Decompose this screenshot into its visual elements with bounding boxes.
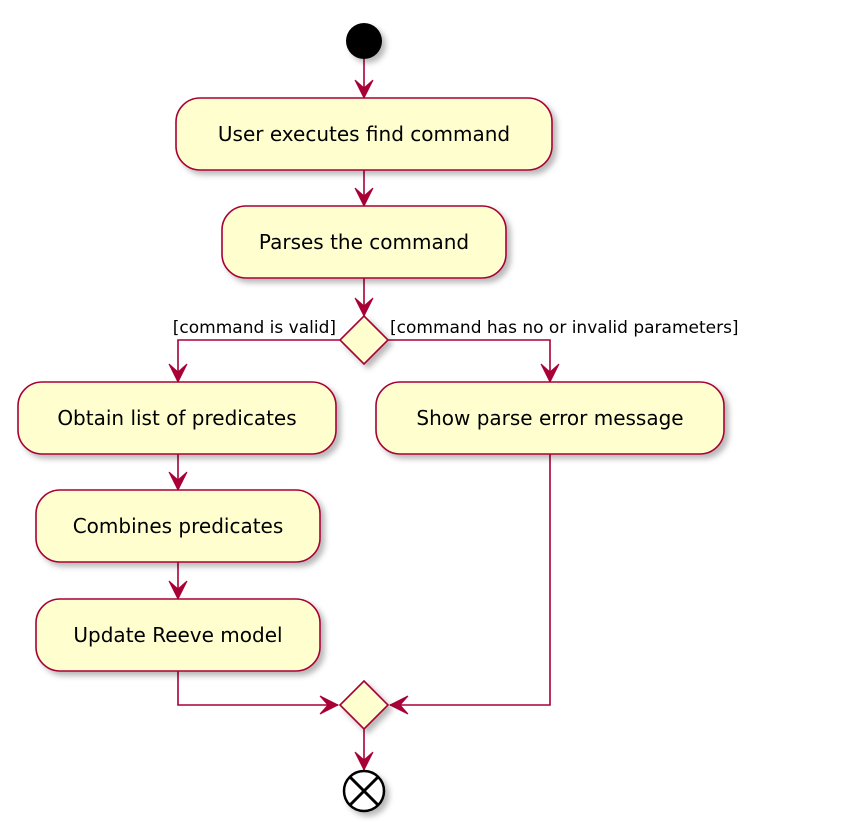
arrowhead — [388, 695, 409, 715]
arrowhead — [319, 695, 340, 715]
activity-label: Show parse error message — [416, 406, 683, 430]
activity-label: Parses the command — [259, 230, 469, 254]
guard-invalid: [command has no or invalid parameters] — [390, 318, 739, 338]
activity-label: Update Reeve model — [73, 623, 282, 647]
end-node — [342, 769, 386, 813]
edge-update-to-merge — [177, 671, 338, 706]
activity-show-parse-error: Show parse error message — [375, 381, 725, 455]
arrowhead — [354, 751, 374, 772]
arrowhead — [354, 297, 374, 318]
arrowhead — [540, 363, 560, 384]
edge-decision-to-obtain — [177, 339, 340, 382]
edge-decision-to-error — [388, 339, 551, 382]
arrowhead — [168, 471, 188, 492]
arrowhead — [354, 79, 374, 100]
activity-update-model: Update Reeve model — [35, 598, 321, 672]
activity-parse-command: Parses the command — [221, 205, 507, 279]
activity-combine-predicates: Combines predicates — [35, 489, 321, 563]
arrowheads — [168, 79, 560, 772]
activity-label: Combines predicates — [73, 514, 284, 538]
start-node — [346, 23, 382, 59]
guard-valid: [command is valid] — [173, 318, 336, 338]
edges — [177, 58, 551, 770]
activity-label: Obtain list of predicates — [57, 406, 296, 430]
edge-error-to-merge — [390, 454, 551, 706]
arrowhead — [168, 363, 188, 384]
arrowhead — [354, 187, 374, 208]
activity-label: User executes find command — [218, 122, 510, 146]
arrowhead — [168, 580, 188, 601]
activity-execute-find: User executes find command — [175, 97, 553, 171]
activity-obtain-predicates: Obtain list of predicates — [17, 381, 337, 455]
decision-diamond — [338, 314, 390, 366]
merge-diamond — [338, 679, 390, 731]
